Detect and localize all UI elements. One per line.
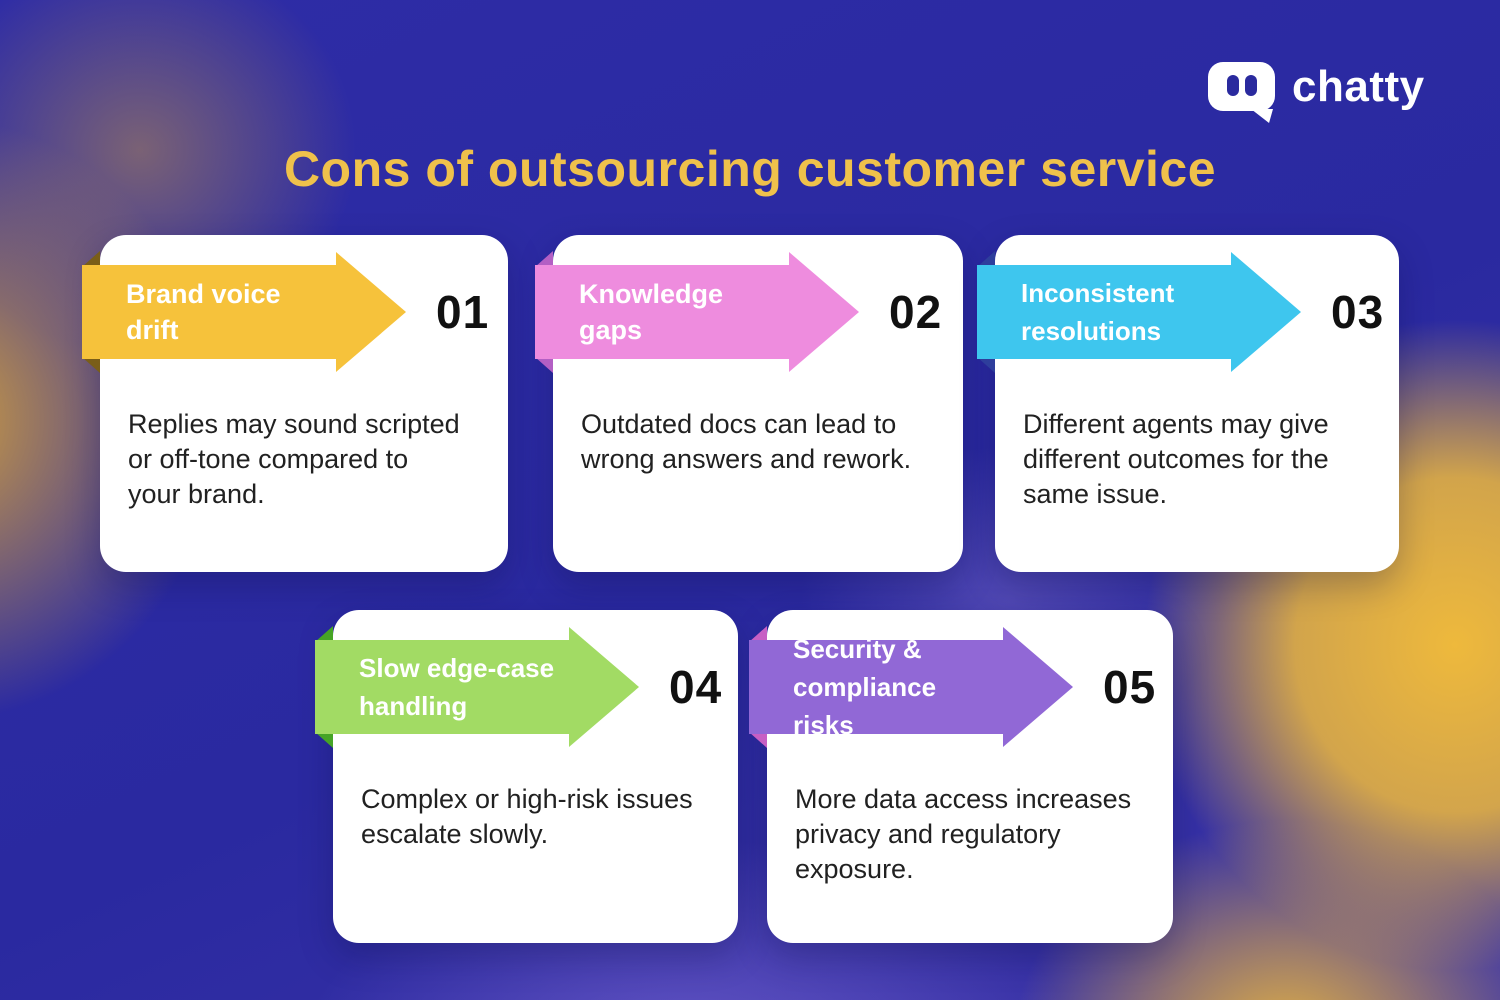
card-label: Brand voice drift xyxy=(126,279,281,345)
arrow-ribbon: Security & compliance risks xyxy=(749,626,1079,748)
card-label: Knowledge gaps xyxy=(579,279,724,345)
page-title: Cons of outsourcing customer service xyxy=(283,141,1217,197)
ribbon-band: Slow edge-case handling xyxy=(315,640,569,734)
card-description: Different agents may give different outc… xyxy=(1023,409,1329,509)
card-description: Outdated docs can lead to wrong answers … xyxy=(581,409,912,474)
card-brand-voice-drift: Brand voice drift 01 Replies may sound s… xyxy=(82,235,508,572)
arrow-ribbon: Slow edge-case handling xyxy=(315,626,645,748)
ribbon-band: Brand voice drift xyxy=(82,265,336,359)
bubble-tail xyxy=(1251,109,1273,123)
card-number: 02 xyxy=(889,286,943,338)
card-label: Security & compliance risks xyxy=(793,634,937,740)
arrow-head-icon xyxy=(1231,252,1301,372)
card-label: Slow edge-case handling xyxy=(359,653,555,721)
arrow-head-icon xyxy=(569,627,639,747)
arrow-head-icon xyxy=(336,252,406,372)
card-description: Replies may sound scripted or off-tone c… xyxy=(128,409,460,509)
arrow-ribbon: Inconsistent resolutions xyxy=(977,251,1307,373)
arrow-head-icon xyxy=(789,252,859,372)
ribbon-band: Inconsistent resolutions xyxy=(977,265,1231,359)
chat-bubble-icon xyxy=(1208,62,1275,123)
card-label: Inconsistent resolutions xyxy=(1021,278,1175,346)
arrow-ribbon: Knowledge gaps xyxy=(535,251,865,373)
card-security-compliance-risks: Security & compliance risks 05 More data… xyxy=(749,610,1173,943)
card-knowledge-gaps: Knowledge gaps 02 Outdated docs can lead… xyxy=(535,235,963,572)
arrow-ribbon: Brand voice drift xyxy=(82,251,412,373)
ribbon-band: Knowledge gaps xyxy=(535,265,789,359)
card-description: Complex or high-risk issues escalate slo… xyxy=(361,784,693,849)
ribbon-band: Security & compliance risks xyxy=(749,634,1003,740)
brand-logo: chatty xyxy=(1208,62,1425,123)
card-description: More data access increases privacy and r… xyxy=(795,784,1132,884)
card-inconsistent-resolutions: Inconsistent resolutions 03 Different ag… xyxy=(977,235,1399,572)
card-number: 01 xyxy=(436,286,490,338)
card-number: 03 xyxy=(1331,286,1385,338)
bubble-eye-right xyxy=(1244,74,1257,96)
card-slow-edge-case-handling: Slow edge-case handling 04 Complex or hi… xyxy=(315,610,738,943)
arrow-head-icon xyxy=(1003,627,1073,747)
bubble-eye-left xyxy=(1226,74,1239,96)
brand-name: chatty xyxy=(1292,62,1425,111)
card-number: 05 xyxy=(1103,661,1157,713)
card-number: 04 xyxy=(669,661,723,713)
